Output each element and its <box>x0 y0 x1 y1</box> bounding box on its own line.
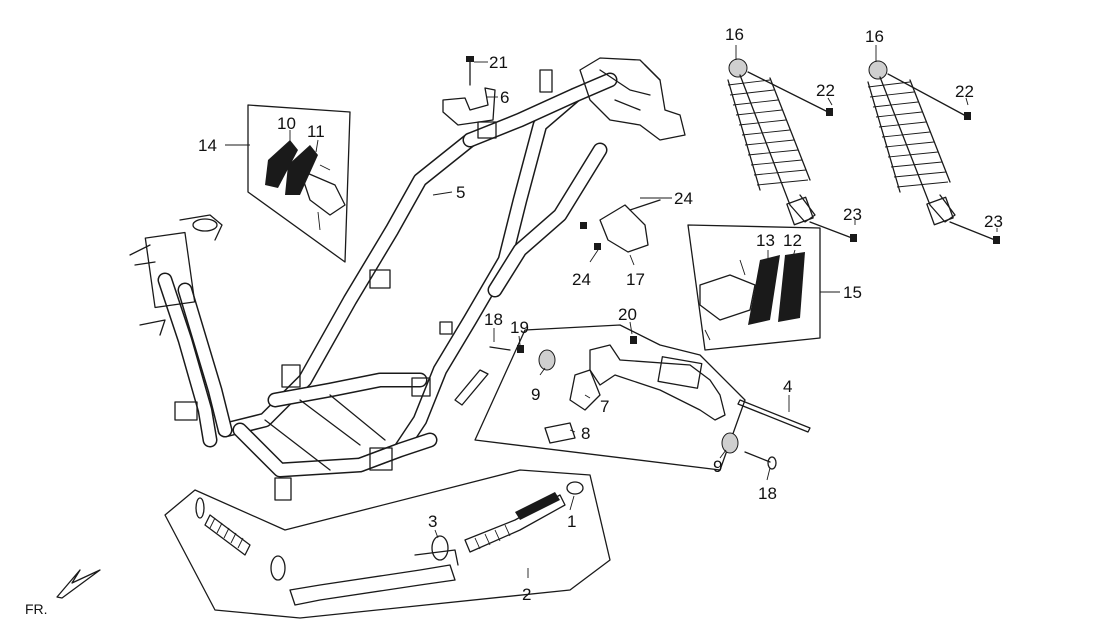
bracket-6 <box>442 56 496 126</box>
shock-absorber-left <box>727 58 857 242</box>
callout-16-left: 16 <box>725 25 744 44</box>
direction-arrow-icon <box>56 569 101 599</box>
callout-23-left: 23 <box>843 205 862 224</box>
callout-9-upper: 9 <box>531 385 540 404</box>
callout-22-right: 22 <box>955 82 974 101</box>
callout-7: 7 <box>600 397 609 416</box>
callout-21: 21 <box>489 53 508 72</box>
front-direction-label: FR. <box>25 601 48 617</box>
bracket-group-15 <box>687 224 821 351</box>
callout-16-right: 16 <box>865 27 884 46</box>
callout-4: 4 <box>783 377 792 396</box>
callout-5: 5 <box>456 183 465 202</box>
callout-9-lower: 9 <box>713 457 722 476</box>
callout-1: 1 <box>567 512 576 531</box>
callout-13: 13 <box>756 231 775 250</box>
callout-10: 10 <box>277 114 296 133</box>
engine-hanger-group <box>474 324 811 471</box>
callout-22-left: 22 <box>816 81 835 100</box>
callout-8: 8 <box>581 424 590 443</box>
callout-labels: 21 6 14 10 11 5 24 24 17 16 16 22 22 23 … <box>198 25 1003 604</box>
callout-6: 6 <box>500 88 509 107</box>
callout-3: 3 <box>428 512 437 531</box>
callout-18-lower: 18 <box>758 484 777 503</box>
callout-11: 11 <box>307 122 325 141</box>
callout-15: 15 <box>843 283 862 302</box>
shock-absorber-right <box>867 60 1000 244</box>
exhaust-pipe-group <box>164 469 611 619</box>
callout-18-upper: 18 <box>484 310 503 329</box>
front-direction-marker: FR. <box>25 569 101 617</box>
callout-17: 17 <box>626 270 645 289</box>
callout-2: 2 <box>522 585 531 604</box>
callout-19: 19 <box>510 318 529 337</box>
leader-lines <box>225 45 998 578</box>
bracket-17 <box>580 199 661 253</box>
callout-24-upper: 24 <box>674 189 693 208</box>
callout-20: 20 <box>618 305 637 324</box>
callout-14: 14 <box>198 136 217 155</box>
callout-24-lower: 24 <box>572 270 591 289</box>
callout-23-right: 23 <box>984 212 1003 231</box>
bracket-group-14 <box>247 104 351 263</box>
callout-12: 12 <box>783 231 802 250</box>
main-frame <box>129 57 686 501</box>
